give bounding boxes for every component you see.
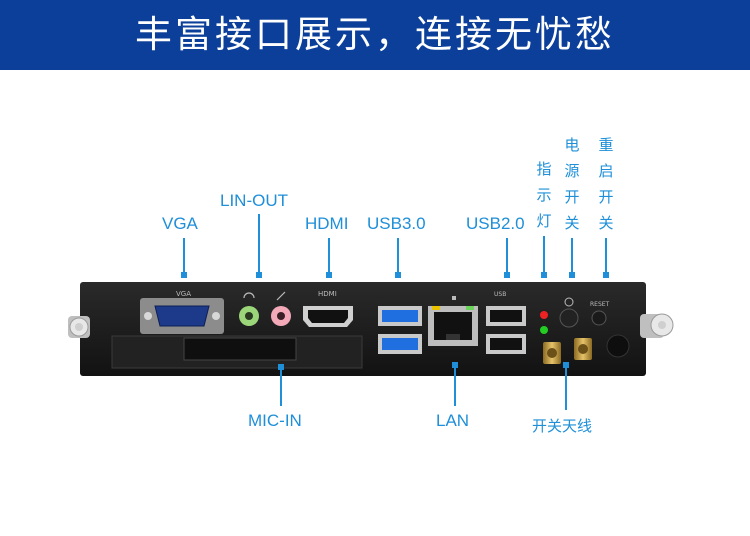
hdmi-port: HDMI [303, 290, 353, 327]
leader-usb20 [506, 238, 508, 274]
title-banner: 丰富接口展示，连接无忧愁 [0, 0, 750, 70]
leader-lan [454, 366, 456, 406]
page-title: 丰富接口展示，连接无忧愁 [135, 13, 615, 56]
leader-hdmi [328, 238, 330, 274]
leader-dot-antenna [563, 362, 569, 368]
red-led [540, 311, 548, 319]
label-lin-out: LIN-OUT [220, 191, 288, 210]
leader-power-switch [571, 238, 573, 274]
mic-in-jack [271, 306, 291, 326]
leader-antenna [565, 366, 567, 410]
usb30-ports [378, 306, 422, 354]
antenna-connector-1 [543, 342, 561, 364]
usb-marking: USB [494, 291, 506, 298]
label-usb30: USB3.0 [367, 214, 426, 233]
hdmi-marking: HDMI [318, 290, 337, 298]
label-vga: VGA [162, 214, 198, 233]
label-antenna: 开关天线 [532, 418, 593, 435]
usb20-ports: USB [486, 291, 526, 354]
leader-dot-lin-out [256, 272, 262, 278]
reset-button: RESET [590, 301, 610, 326]
network-icon [452, 296, 456, 300]
label-power-switch: 电源开关 [564, 136, 580, 232]
label-usb20: USB2.0 [466, 214, 525, 233]
leader-dot-mic-in [278, 364, 284, 370]
headphone-icon [243, 292, 255, 299]
vga-port: VGA [140, 290, 224, 334]
lan-port [428, 306, 478, 346]
leader-dot-power-switch [569, 272, 575, 278]
reset-marking: RESET [590, 301, 610, 308]
leader-vga [183, 238, 185, 274]
label-mic-in: MIC-IN [248, 411, 302, 430]
mic-icon [276, 291, 286, 301]
label-hdmi: HDMI [305, 214, 349, 233]
leader-dot-hdmi [326, 272, 332, 278]
lin-out-jack [239, 306, 259, 326]
leader-dot-usb20 [504, 272, 510, 278]
leader-usb30 [397, 238, 399, 274]
right-thumbscrew [640, 313, 674, 338]
leader-dot-indicator [541, 272, 547, 278]
leader-dot-vga [181, 272, 187, 278]
slot-cover [183, 337, 297, 361]
leader-lin-out [258, 214, 260, 274]
leader-indicator [543, 236, 545, 274]
leader-dot-reset-switch [603, 272, 609, 278]
label-indicator: 指示灯 [536, 160, 552, 230]
vga-marking: VGA [176, 290, 191, 298]
leader-dot-lan [452, 362, 458, 368]
left-thumbscrew [68, 316, 90, 338]
leader-dot-usb30 [395, 272, 401, 278]
leader-reset-switch [605, 238, 607, 274]
label-lan: LAN [436, 411, 470, 430]
green-led [540, 326, 548, 334]
power-button [559, 297, 579, 328]
antenna-connector-2 [574, 338, 592, 360]
label-reset-switch: 重启开关 [598, 136, 614, 232]
blank-hole [606, 334, 630, 358]
leader-mic-in [280, 368, 282, 406]
